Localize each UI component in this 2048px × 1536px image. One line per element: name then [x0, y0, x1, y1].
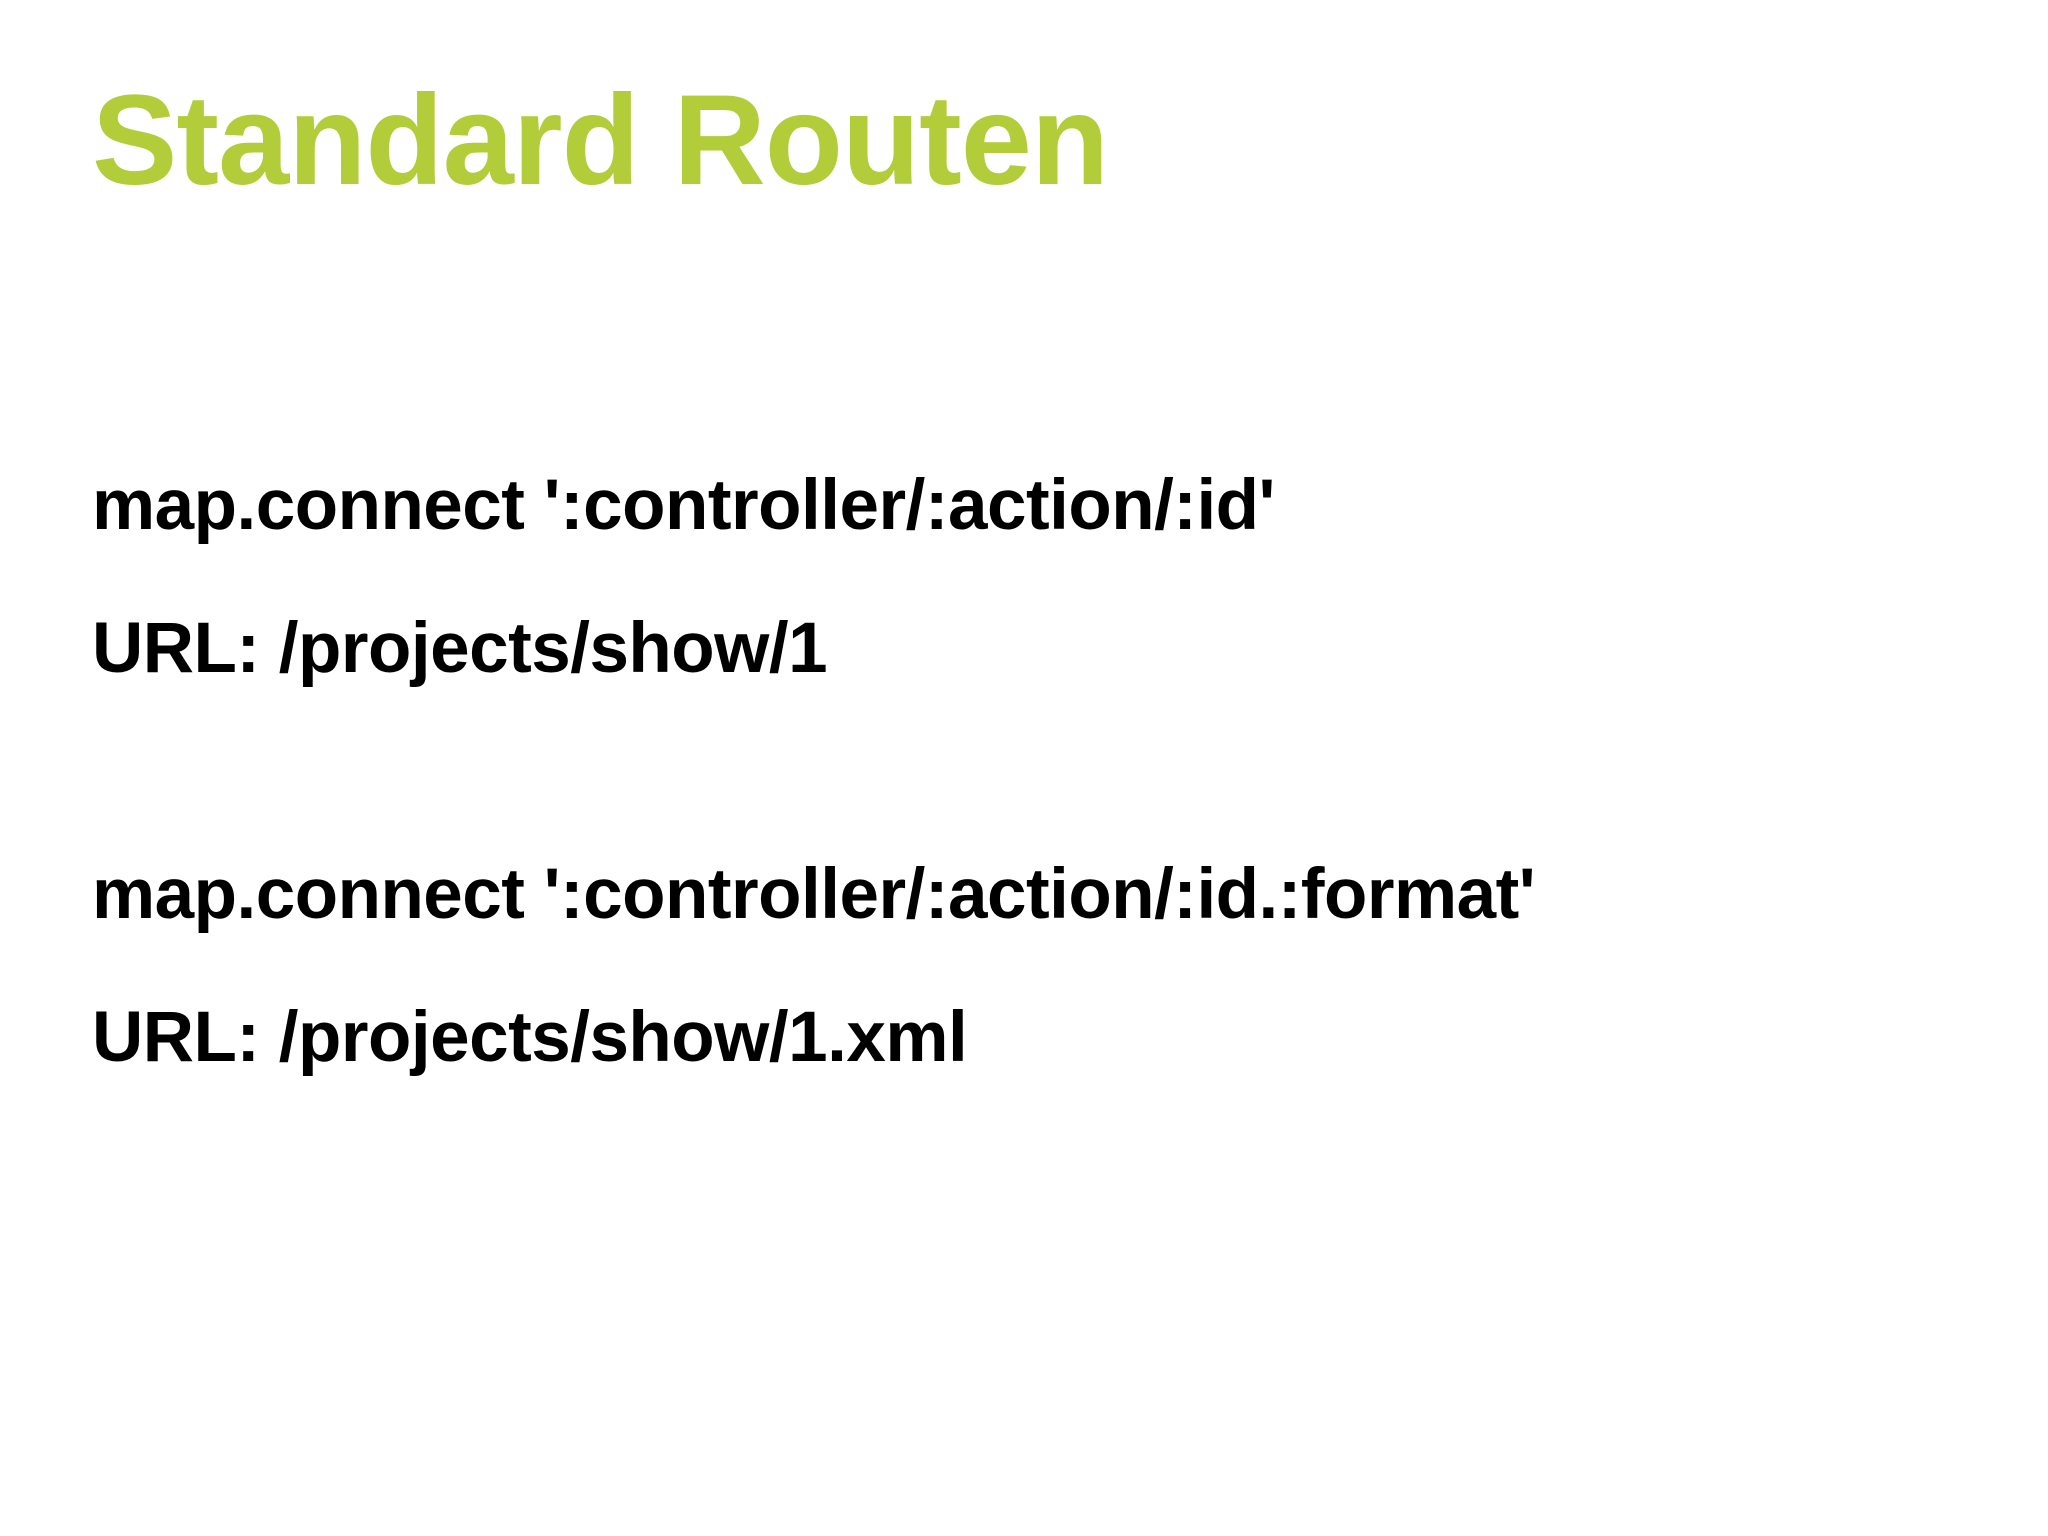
route-definition-code: map.connect ':controller/:action/:id'	[92, 466, 1275, 545]
route-definition-code: map.connect ':controller/:action/:id.:fo…	[92, 855, 1536, 934]
route-example-url: URL: /projects/show/1	[92, 609, 828, 688]
route-example-url: URL: /projects/show/1.xml	[92, 998, 968, 1077]
route-example-1: map.connect ':controller/:action/:id' UR…	[92, 470, 1972, 684]
page-title: Standard Routen	[92, 69, 1109, 212]
slide-content: map.connect ':controller/:action/:id' UR…	[92, 470, 1972, 1073]
route-example-2: map.connect ':controller/:action/:id.:fo…	[92, 859, 1972, 1073]
